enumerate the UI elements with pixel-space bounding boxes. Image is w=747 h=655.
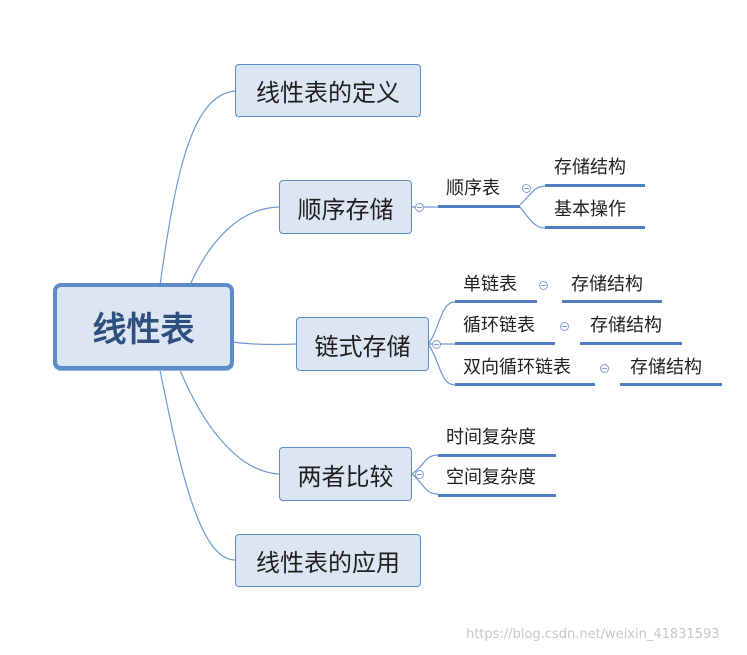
collapse-sequential-table-icon[interactable] xyxy=(522,184,531,193)
node-doubly-storage-structure[interactable]: 存储结构 xyxy=(630,357,702,378)
underline-singly-linked-list xyxy=(455,300,537,303)
connector-compare-time xyxy=(411,454,439,475)
node-singly-linked-list[interactable]: 单链表 xyxy=(463,274,517,295)
underline-circular-linked-list xyxy=(455,342,555,345)
connector-linked-double xyxy=(427,343,456,386)
collapse-sequential-icon[interactable] xyxy=(415,203,424,212)
underline-time-complexity xyxy=(438,454,556,457)
collapse-comparison-icon[interactable] xyxy=(415,470,424,479)
branch-linear-list-definition[interactable]: 线性表的定义 xyxy=(235,64,421,117)
root-node[interactable]: 线性表 xyxy=(53,283,234,370)
underline-circular-storage-structure xyxy=(580,342,682,345)
branch-sequential-storage[interactable]: 顺序存储 xyxy=(279,180,412,234)
underline-doubly-storage-structure xyxy=(620,383,722,386)
node-space-complexity[interactable]: 空间复杂度 xyxy=(446,467,536,488)
connector-table-ops xyxy=(519,206,546,229)
connector-root-sequential xyxy=(189,206,280,286)
node-seq-storage-structure[interactable]: 存储结构 xyxy=(554,157,626,178)
connector-root-compare xyxy=(179,369,280,475)
node-sequential-table[interactable]: 顺序表 xyxy=(446,178,500,199)
node-circular-linked-list[interactable]: 循环链表 xyxy=(463,315,535,336)
collapse-circular-linked-icon[interactable] xyxy=(560,322,569,331)
underline-sequential-table xyxy=(438,205,520,208)
collapse-linked-icon[interactable] xyxy=(432,340,441,349)
node-single-storage-structure[interactable]: 存储结构 xyxy=(571,274,643,295)
connector-root-application xyxy=(159,369,236,561)
underline-seq-storage-structure xyxy=(545,184,645,187)
underline-seq-basic-operations xyxy=(545,226,645,229)
collapse-singly-linked-icon[interactable] xyxy=(539,281,548,290)
node-seq-basic-operations[interactable]: 基本操作 xyxy=(554,199,626,220)
branch-linear-list-application[interactable]: 线性表的应用 xyxy=(235,534,421,587)
connector-linked-single xyxy=(427,301,456,345)
collapse-doubly-circular-icon[interactable] xyxy=(600,364,609,373)
connector-root-linked xyxy=(231,341,297,346)
node-circular-storage-structure[interactable]: 存储结构 xyxy=(590,315,662,336)
connector-root-definition xyxy=(159,90,236,286)
branch-comparison[interactable]: 两者比较 xyxy=(279,447,412,501)
underline-doubly-circular-linked-list xyxy=(455,383,595,386)
underline-single-storage-structure xyxy=(562,300,662,303)
underline-space-complexity xyxy=(438,494,556,497)
branch-linked-storage[interactable]: 链式存储 xyxy=(296,317,429,371)
connector-compare-space xyxy=(411,473,439,495)
connector-table-storage xyxy=(519,185,546,206)
node-doubly-circular-linked-list[interactable]: 双向循环链表 xyxy=(463,357,571,378)
node-time-complexity[interactable]: 时间复杂度 xyxy=(446,427,536,448)
watermark: https://blog.csdn.net/weixin_41831593 xyxy=(466,627,720,642)
